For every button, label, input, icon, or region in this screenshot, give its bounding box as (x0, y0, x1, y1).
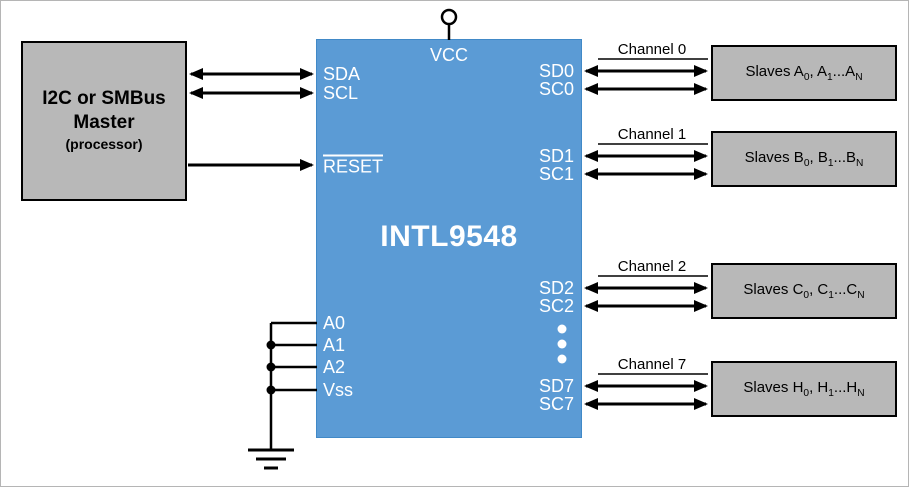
slave-box-b: Slaves B0, B1...BN (711, 131, 897, 187)
pin-sc7: SC7 (538, 394, 574, 414)
pin-sd2: SD2 (538, 278, 574, 298)
junction-dot (266, 385, 276, 395)
pin-a0: A0 (323, 313, 346, 333)
pin-vss: Vss (323, 380, 354, 400)
pin-a2: A2 (323, 357, 346, 377)
pin-sd1: SD1 (538, 146, 574, 166)
channel-1-label: Channel 1 (617, 126, 687, 143)
slave-box-h: Slaves H0, H1...HN (711, 361, 897, 417)
slave-label-b: Slaves B0, B1...BN (744, 149, 864, 169)
vcc-pin-label: VCC (429, 45, 468, 65)
master-label-line1: I2C or SMBus (42, 88, 166, 110)
pin-reset-label: RESET (323, 154, 384, 177)
vcc-pin-circle (440, 8, 458, 26)
junction-dots (266, 340, 276, 395)
channel-0-label: Channel 0 (617, 41, 687, 58)
chip-title: INTL9548 (380, 220, 518, 253)
junction-dot (266, 362, 276, 372)
slave-label-h: Slaves H0, H1...HN (743, 379, 865, 399)
master-box: I2C or SMBus Master (processor) (21, 41, 187, 201)
slave-label-a: Slaves A0, A1...AN (745, 63, 863, 83)
pin-sda: SDA (323, 64, 361, 84)
pin-sd0: SD0 (538, 61, 574, 81)
vcc-terminal (440, 8, 458, 40)
chip-box (316, 39, 582, 438)
ground-symbol (248, 448, 294, 470)
master-label-line2: Master (73, 112, 135, 134)
pin-sd7: SD7 (538, 376, 574, 396)
channel-7-label: Channel 7 (617, 356, 687, 373)
pin-scl: SCL (323, 83, 359, 103)
pin-a1: A1 (323, 335, 346, 355)
channel-2-label: Channel 2 (617, 258, 687, 275)
pin-sc1: SC1 (538, 164, 574, 184)
slave-label-c: Slaves C0, C1...CN (743, 281, 865, 301)
pin-sc0: SC0 (538, 79, 574, 99)
address-ground-wires (269, 321, 317, 450)
junction-dot (266, 340, 276, 350)
chip-slave-wires (584, 65, 708, 410)
master-chip-wires (188, 68, 314, 171)
slave-box-a: Slaves A0, A1...AN (711, 45, 897, 101)
pin-sc2: SC2 (538, 296, 574, 316)
channel-separators (598, 58, 708, 375)
pin-reset: RESET (323, 154, 384, 177)
slave-box-c: Slaves C0, C1...CN (711, 263, 897, 319)
master-label-line3: (processor) (65, 135, 143, 152)
